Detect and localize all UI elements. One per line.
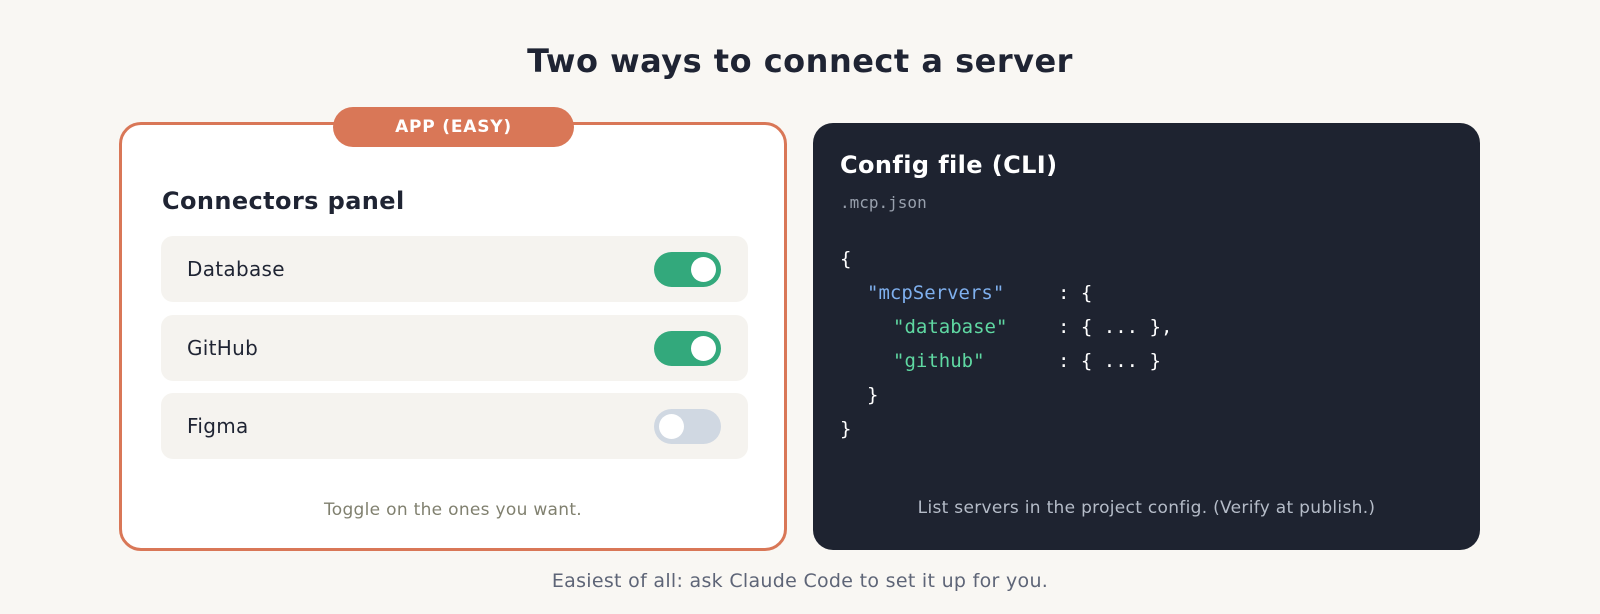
app-card: Connectors panel Database GitHub Figma T… [119,122,787,551]
page-title: Two ways to connect a server [527,42,1073,80]
code-value-github: : { ... } [1058,350,1161,372]
toggle-knob [691,336,716,361]
footer-note: Easiest of all: ask Claude Code to set i… [551,570,1049,592]
connector-row-github: GitHub [161,315,748,381]
connector-label: GitHub [187,336,259,360]
code-open-brace: { [840,248,852,270]
code-value-servers: : { [1058,282,1093,304]
code-key-github: "github" [893,350,985,372]
code-key-database: "database" [893,316,1008,338]
app-card-caption: Toggle on the ones you want. [323,500,583,520]
connector-label: Figma [187,414,249,438]
figma-toggle[interactable] [654,409,721,444]
connector-label: Database [187,257,285,281]
toggle-knob [691,257,716,282]
database-toggle[interactable] [654,252,721,287]
connector-row-figma: Figma [161,393,748,459]
code-inner-close-brace: } [867,384,879,406]
connector-row-database: Database [161,236,748,302]
cli-card-caption: List servers in the project config. (Ver… [917,498,1376,518]
cli-card: Config file (CLI) .mcp.json { "mcpServer… [813,123,1480,550]
github-toggle[interactable] [654,331,721,366]
app-easy-badge: APP (EASY) [333,107,574,147]
code-close-brace: } [840,418,852,440]
code-value-database: : { ... }, [1058,316,1173,338]
cli-card-title: Config file (CLI) [840,151,1058,179]
connectors-panel-title: Connectors panel [162,187,405,215]
code-key-mcpservers: "mcpServers" [867,282,1005,304]
toggle-knob [659,414,684,439]
config-file-name: .mcp.json [840,193,927,212]
